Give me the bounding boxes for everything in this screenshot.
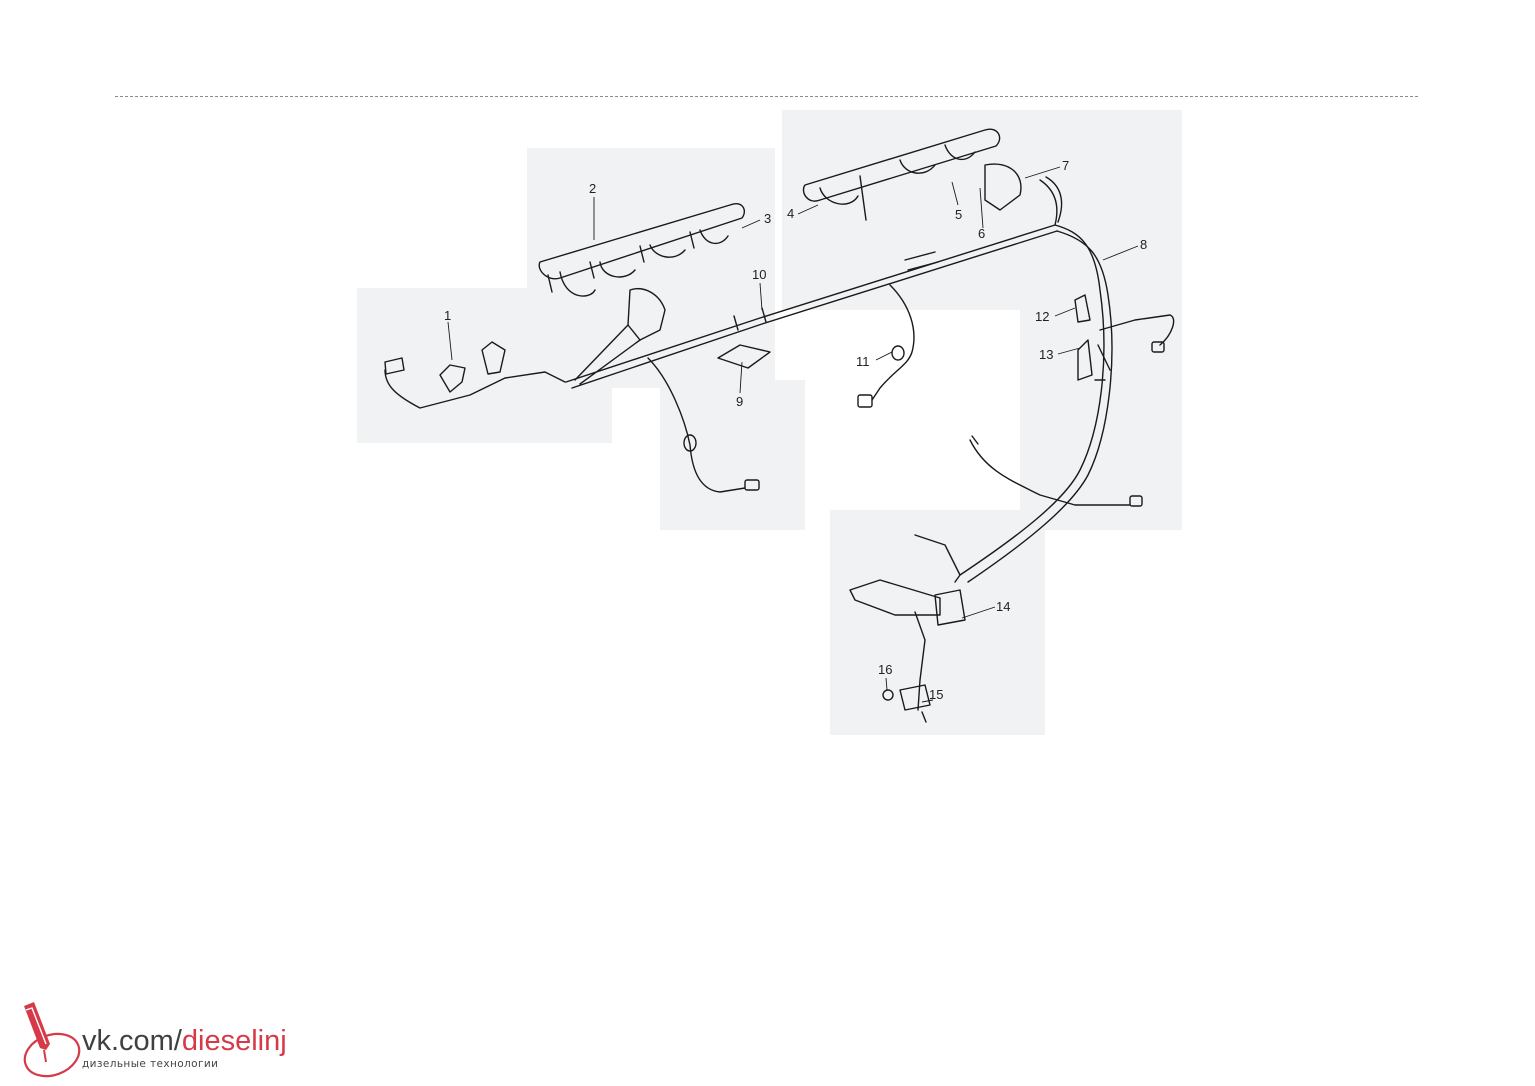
watermark: vk.com/dieselinj дизельные технологии (82, 1026, 287, 1086)
watermark-subtitle: дизельные технологии (82, 1058, 219, 1070)
callout-3: 3 (764, 211, 771, 226)
callout-16: 16 (878, 662, 892, 677)
harness-linework (384, 128, 1175, 723)
dieselinj-logo-icon (23, 1002, 81, 1078)
callout-8: 8 (1140, 237, 1147, 252)
leader-lines (447, 166, 1139, 703)
callout-labels: 1 2 3 4 5 6 7 8 9 10 11 12 13 14 15 16 (444, 158, 1147, 702)
callout-5: 5 (955, 207, 962, 222)
watermark-url-prefix: vk.com/ (82, 1025, 182, 1057)
callout-6: 6 (978, 226, 985, 241)
callout-2: 2 (589, 181, 596, 196)
header-divider (115, 96, 1418, 97)
callout-13: 13 (1039, 347, 1053, 362)
watermark-url-name: dieselinj (181, 1025, 287, 1057)
background-panels (357, 110, 1182, 735)
callout-7: 7 (1062, 158, 1069, 173)
callout-4: 4 (787, 206, 794, 221)
callout-14: 14 (996, 599, 1010, 614)
callout-9: 9 (736, 394, 743, 409)
callout-1: 1 (444, 308, 451, 323)
watermark-url: vk.com/dieselinj (82, 1026, 287, 1056)
callout-15: 15 (929, 687, 943, 702)
callout-12: 12 (1035, 309, 1049, 324)
callout-10: 10 (752, 267, 766, 282)
callout-11: 11 (856, 354, 870, 369)
